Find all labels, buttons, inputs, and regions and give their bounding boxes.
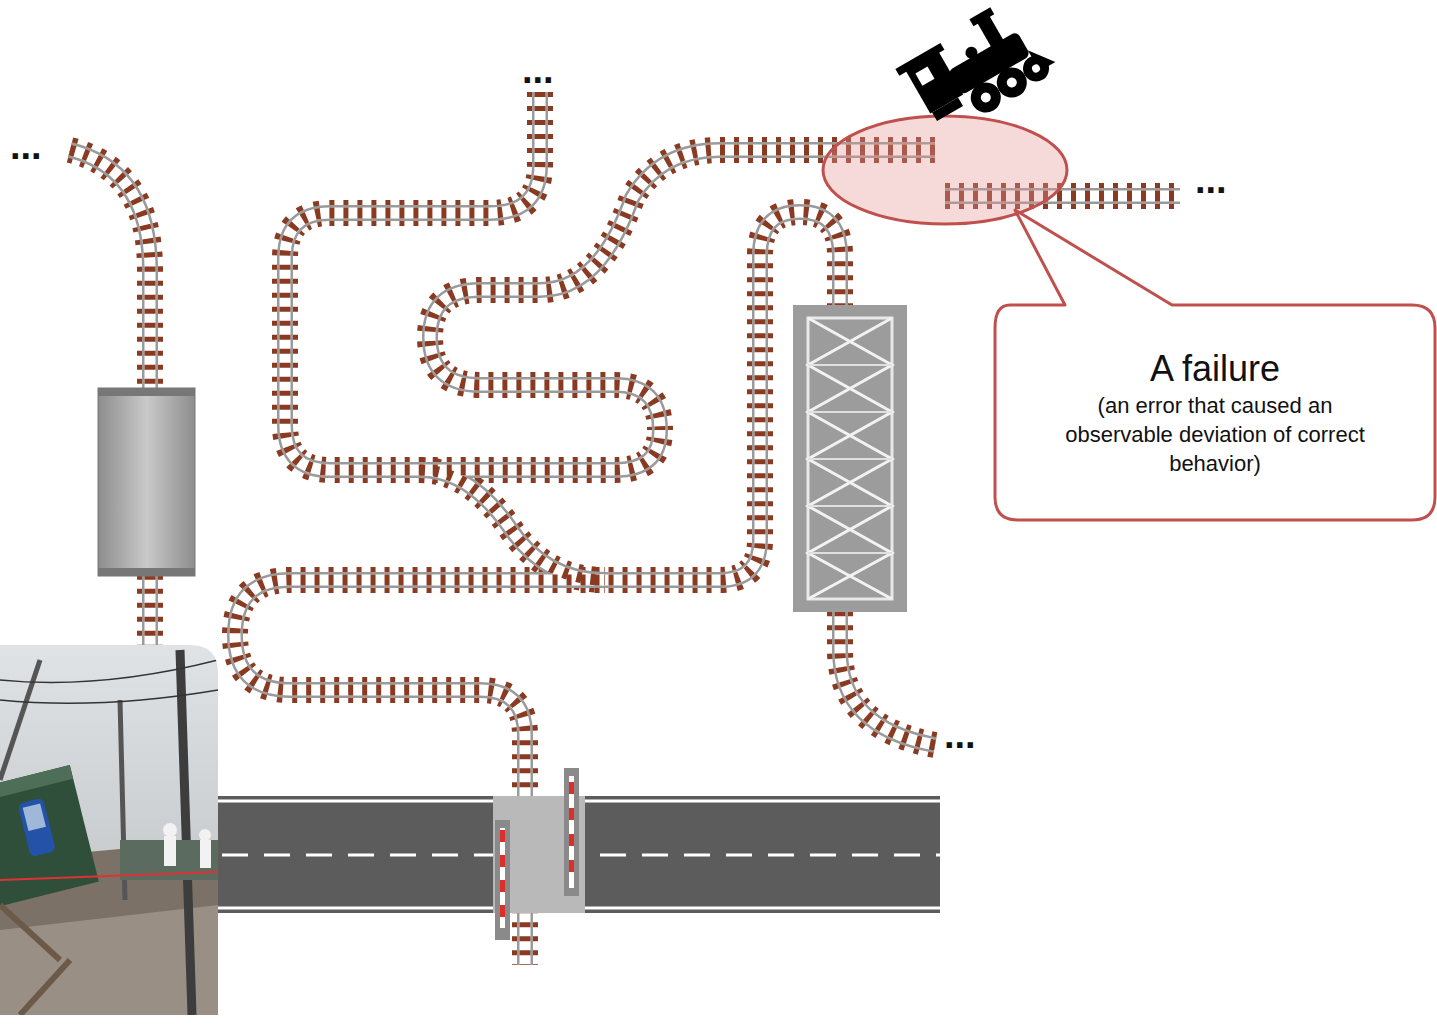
callout-text: (an error that caused an observable devi… [1050,391,1380,478]
continuation-ellipsis: ... [1195,160,1227,200]
locomotive-icon [892,0,1060,143]
continuation-ellipsis: ... [10,126,42,166]
level-crossing [493,768,585,940]
railway-tracks [70,92,1180,965]
continuation-ellipsis: ... [944,715,976,755]
bridge [793,305,907,612]
tunnel [98,388,195,576]
failure-highlight [823,116,1067,224]
callout-title: A failure [1150,347,1280,391]
continuation-ellipsis: ... [522,50,554,90]
callout-box: A failure(an error that caused an observ… [995,305,1435,520]
accident-photo [0,645,218,1015]
callout-outline [995,210,1435,520]
